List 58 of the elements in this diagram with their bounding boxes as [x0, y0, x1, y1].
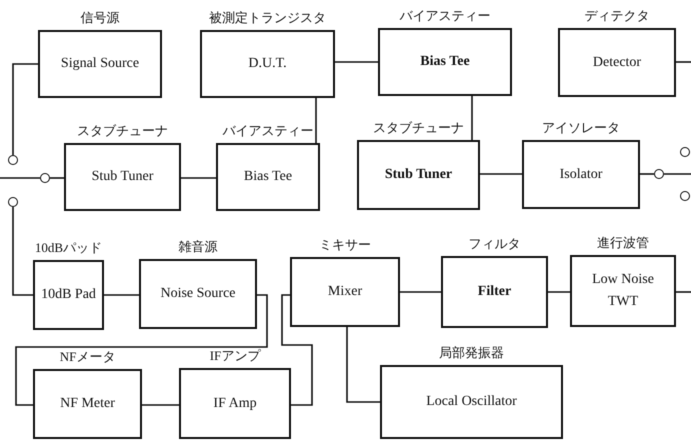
block-heading: IFアンプ — [210, 348, 260, 364]
block-box: Bias Tee — [216, 143, 320, 211]
block-heading: スタブチューナ — [77, 123, 168, 139]
block-box: Bias Tee — [378, 28, 512, 96]
block-box: Stub Tuner — [357, 140, 480, 210]
block-box: 10dB Pad — [33, 260, 104, 330]
connector-line — [335, 61, 378, 63]
block-box: Stub Tuner — [64, 143, 181, 211]
block-box: D.U.T. — [200, 30, 335, 98]
switch-contact — [8, 155, 18, 165]
block-box: IF Amp — [179, 368, 291, 439]
block-heading: 進行波管 — [597, 235, 649, 251]
connector-line — [0, 177, 40, 179]
connector-line — [471, 96, 473, 140]
connector-line — [12, 63, 38, 155]
switch-contact — [680, 147, 690, 157]
block-box: Noise Source — [139, 259, 257, 329]
block-box: Signal Source — [38, 30, 162, 98]
block-heading: フィルタ — [468, 236, 520, 252]
connector-line — [12, 207, 33, 296]
block-heading: スタブチューナ — [373, 120, 464, 136]
connector-line — [281, 294, 313, 406]
block-heading: バイアスティー — [400, 8, 490, 24]
block-box: Local Oscillator — [380, 365, 563, 439]
block-box: Isolator — [522, 140, 640, 209]
block-heading: アイソレータ — [542, 120, 620, 136]
block-heading: ディテクタ — [584, 8, 650, 24]
switch-contact — [8, 197, 18, 207]
connector-line — [15, 294, 268, 406]
switch-contact — [654, 169, 664, 179]
block-heading: ミキサー — [319, 237, 371, 253]
block-box: NF Meter — [33, 369, 142, 439]
connector-line — [548, 291, 570, 293]
block-heading: 被測定トランジスタ — [209, 10, 326, 26]
block-heading: 雑音源 — [178, 239, 218, 255]
connector-line — [640, 173, 654, 175]
block-heading: バイアスティー — [222, 123, 314, 139]
connector-line — [676, 291, 691, 293]
block-heading: 10dBパッド — [34, 240, 102, 256]
connector-line — [315, 98, 317, 143]
connector-line — [400, 291, 441, 293]
block-box: Mixer — [290, 257, 400, 327]
switch-contact — [680, 191, 690, 201]
connector-line — [181, 177, 216, 179]
switch-contact — [40, 173, 50, 183]
connector-line — [346, 327, 380, 403]
connector-line — [664, 173, 691, 175]
connector-line — [480, 173, 522, 175]
block-box: Filter — [441, 256, 548, 328]
block-heading: 局部発振器 — [439, 345, 504, 361]
block-box: Detector — [558, 28, 676, 97]
connector-line — [104, 294, 139, 296]
connector-line — [50, 177, 64, 179]
connector-line — [142, 404, 179, 406]
block-heading: NFメータ — [60, 349, 116, 365]
block-box: Low Noise TWT — [570, 255, 676, 327]
connector-line — [676, 61, 691, 63]
block-heading: 信号源 — [80, 10, 120, 26]
